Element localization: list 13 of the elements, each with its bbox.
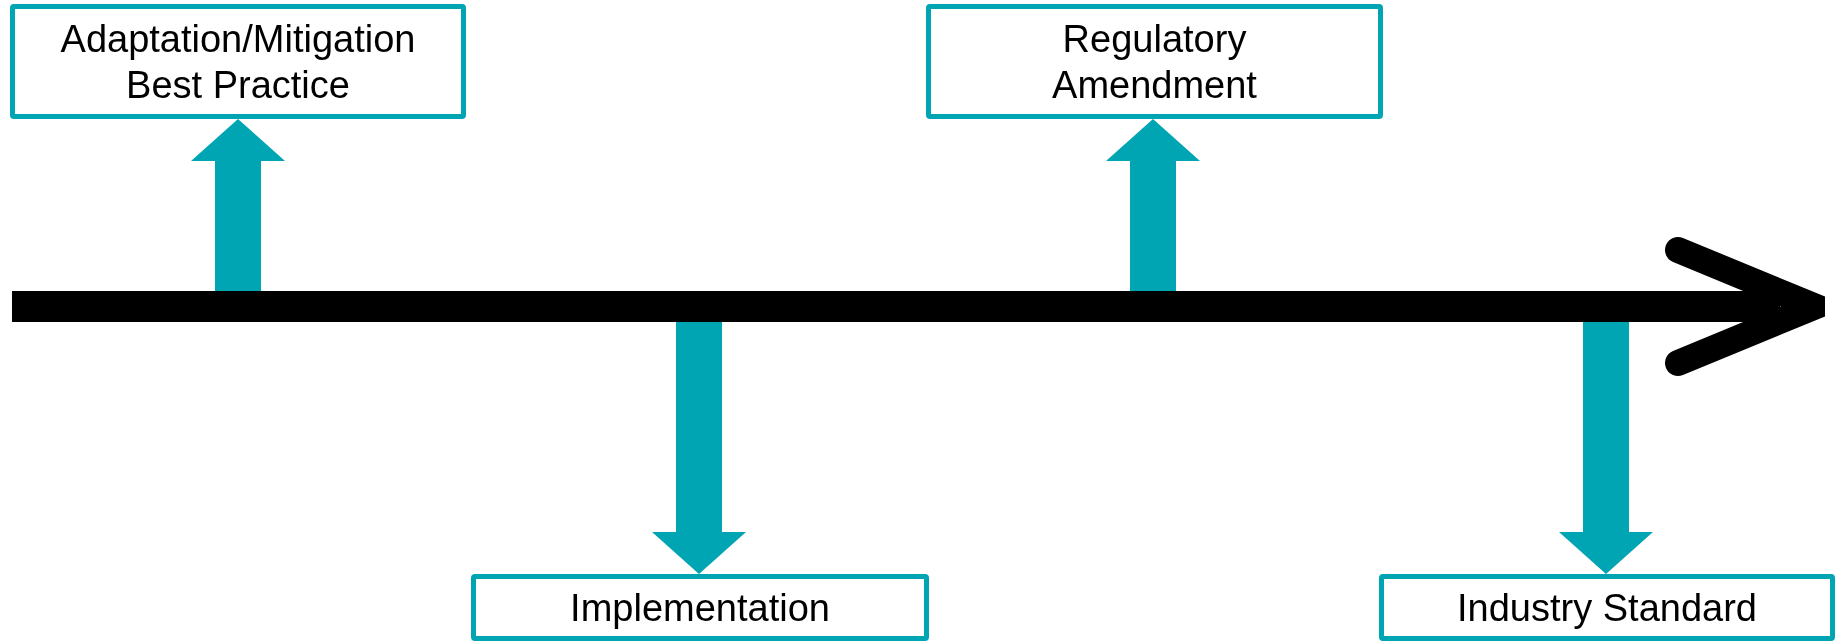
milestone-box xyxy=(1379,574,1835,641)
timeline-arrow xyxy=(12,236,1825,377)
milestone-label: Adaptation/Mitigation Best Practice xyxy=(59,16,417,108)
milestone-box xyxy=(471,574,929,641)
block-arrow xyxy=(652,322,746,574)
block-arrow xyxy=(1106,119,1200,291)
milestone-box xyxy=(926,4,1383,119)
milestone-label: Regulatory Amendment xyxy=(1051,16,1258,108)
milestone-label: Implementation xyxy=(570,585,830,631)
milestone-box xyxy=(10,4,466,119)
block-arrow xyxy=(191,119,285,291)
block-arrow xyxy=(1559,322,1653,574)
milestone-label: Industry Standard xyxy=(1457,585,1757,631)
